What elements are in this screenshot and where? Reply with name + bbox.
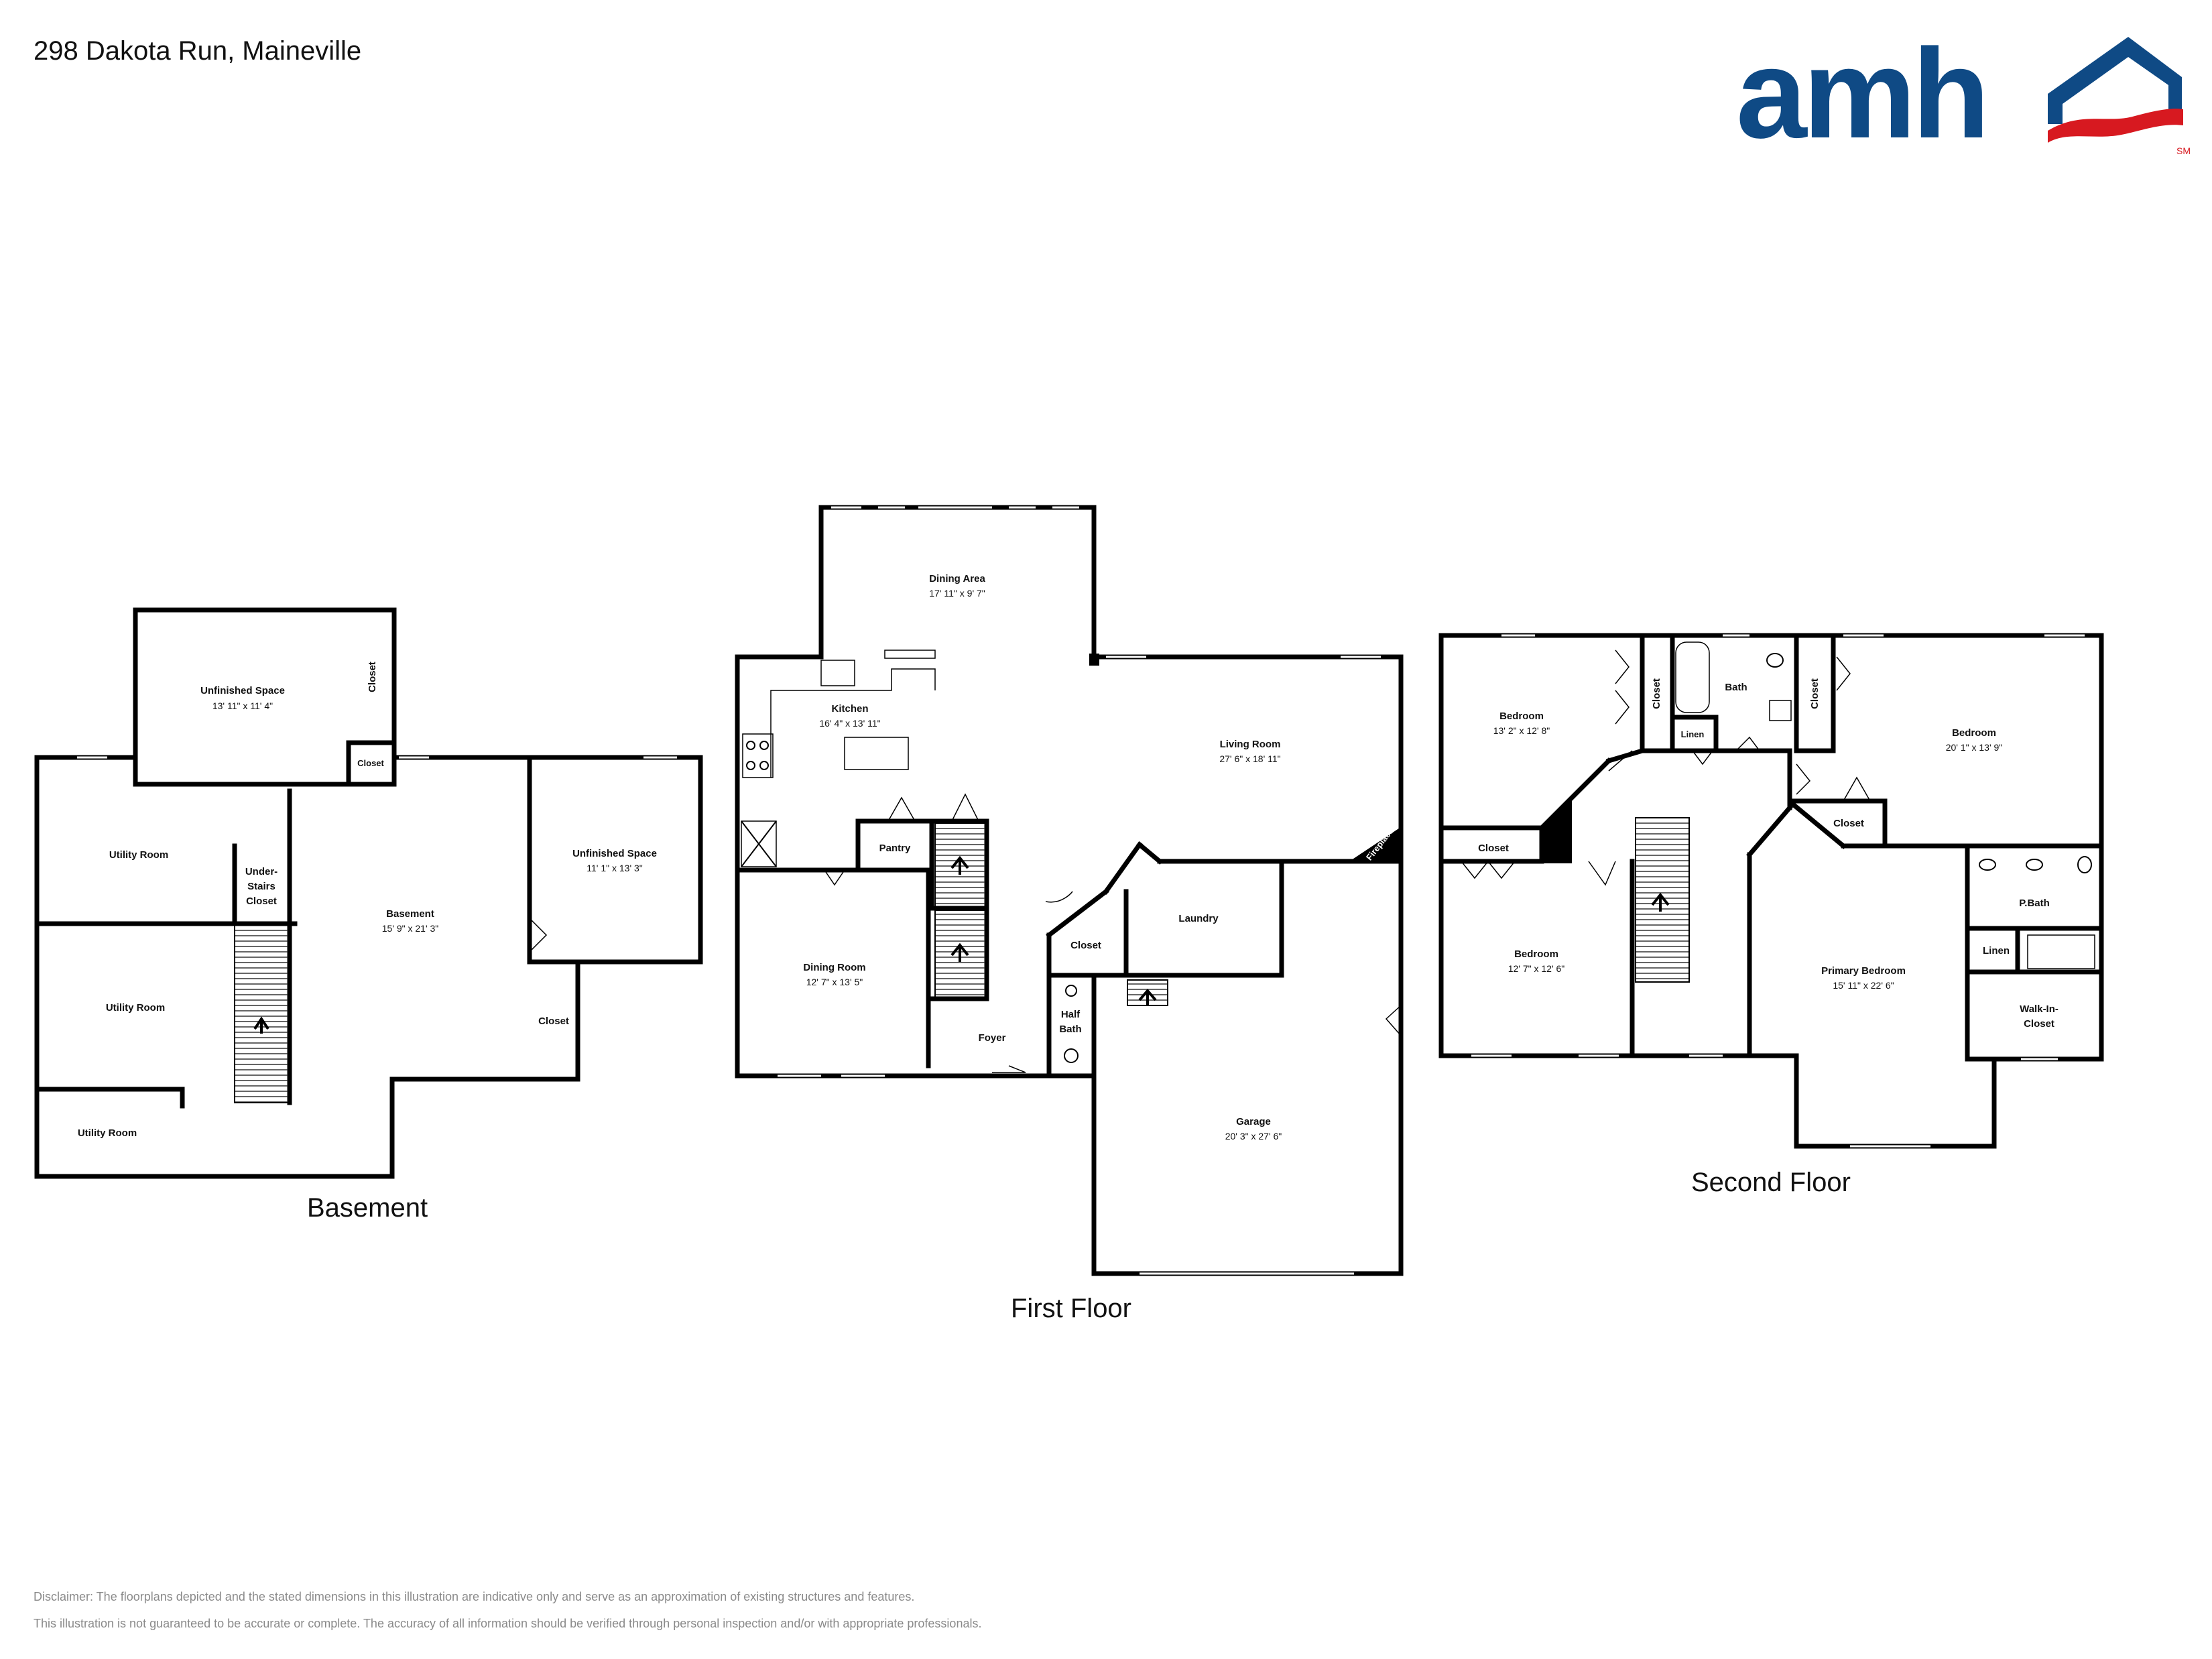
stair-arrow-icon [950, 855, 969, 875]
room-dimension: 15' 9" x 21' 3" [382, 923, 439, 934]
toilet-icon [1766, 653, 1784, 668]
room-dimension: 17' 11" x 9' 7" [929, 588, 985, 599]
room-name: Dining Area [929, 573, 985, 585]
room-name: Basement [386, 908, 434, 920]
bathtub-icon [1675, 641, 1710, 713]
kitchen-island [844, 737, 909, 770]
room-name: Living Room [1220, 739, 1281, 750]
room-name: Closet [367, 662, 378, 692]
room-name: Under- [245, 866, 278, 877]
room-name: Bedroom [1952, 727, 1996, 739]
room-name: Unfinished Space [572, 848, 657, 859]
room-name: Closet [1070, 940, 1101, 951]
second-floor-labels: Bedroom 13' 2" x 12' 8" Closet Bath Line… [1478, 678, 2059, 1030]
room-name: Closet [538, 1016, 569, 1027]
property-address: 298 Dakota Run, Maineville [34, 36, 362, 66]
vanity-sink-icon [1979, 859, 1996, 871]
room-dimension: 16' 4" x 13' 11" [819, 718, 880, 729]
kitchen-sink-icon [820, 660, 855, 686]
logo-service-mark: SM [2176, 145, 2191, 156]
bath-sink-icon [1769, 700, 1792, 721]
room-dimension: 12' 7" x 13' 5" [806, 977, 863, 987]
room-name: P.Bath [2019, 898, 2050, 909]
first-floor-details [741, 506, 1402, 1275]
basement-stairs [234, 924, 289, 1103]
toilet-icon [1064, 1048, 1079, 1063]
half-bath-sink-icon [1065, 985, 1077, 997]
room-name: Closet [1651, 678, 1662, 709]
room-name: Bath [1725, 682, 1747, 693]
room-dimension: 20' 3" x 27' 6" [1225, 1131, 1282, 1142]
disclaimer-line-2: This illustration is not guaranteed to b… [34, 1617, 982, 1630]
stair-arrow-icon [253, 1016, 269, 1034]
chimney-shape [1542, 798, 1572, 863]
room-name: Bedroom [1499, 711, 1544, 722]
room-dimension: 12' 7" x 12' 6" [1508, 963, 1565, 974]
room-name: Foyer [979, 1032, 1006, 1044]
room-name: Kitchen [831, 703, 868, 715]
basement-plan [34, 607, 703, 1179]
room-name: Closet [1809, 678, 1821, 709]
room-dimension: 11' 1" x 13' 3" [587, 863, 643, 873]
room-dimension: 20' 1" x 13' 9" [1946, 742, 2003, 753]
floor-title-first-floor: First Floor [1011, 1294, 1131, 1323]
room-name: Linen [1681, 729, 1705, 739]
room-name: Linen [1983, 945, 2010, 957]
toilet-icon [2077, 856, 2092, 873]
room-name: Half [1061, 1009, 1081, 1020]
room-name: Primary Bedroom [1821, 965, 1906, 977]
room-name: Closet [1478, 843, 1509, 854]
room-name: Utility Room [109, 849, 168, 861]
disclaimer-line-1: Disclaimer: The floorplans depicted and … [34, 1590, 915, 1603]
room-dimension: 13' 11" x 11' 4" [212, 700, 273, 711]
second-floor-stairs [1635, 817, 1690, 983]
room-name: Bedroom [1514, 948, 1558, 960]
fireplace-shape [1348, 826, 1402, 862]
floor-title-basement: Basement [307, 1193, 428, 1223]
room-name: Dining Room [803, 962, 865, 973]
room-name: Closet [246, 896, 277, 907]
first-floor-plan [735, 505, 1404, 1276]
room-name: Closet [2024, 1018, 2054, 1030]
floor-title-second-floor: Second Floor [1691, 1168, 1851, 1197]
fridge-icon [741, 820, 777, 867]
logo-swoosh [2048, 109, 2183, 143]
vanity-sink-icon [2026, 859, 2043, 871]
stair-arrow-icon [1651, 892, 1670, 912]
room-dimension: 27' 6" x 18' 11" [1219, 753, 1280, 764]
stair-arrow-icon [1138, 988, 1157, 1005]
room-name: Utility Room [106, 1002, 165, 1013]
room-dimension: 15' 11" x 22' 6" [1833, 980, 1894, 991]
first-floor-labels: Dining Area 17' 11" x 9' 7" Kitchen 16' … [803, 573, 1396, 1142]
room-name: Stairs [247, 881, 275, 892]
basement-details [77, 756, 677, 1103]
stove-icon [742, 733, 774, 778]
logo-roof-icon [2048, 37, 2182, 124]
room-name: Utility Room [78, 1127, 137, 1139]
room-name: Closet [1833, 818, 1864, 829]
room-name: Walk-In- [2020, 1003, 2059, 1015]
room-dimension: 13' 2" x 12' 8" [1493, 725, 1550, 736]
room-name: Garage [1236, 1116, 1271, 1127]
second-floor-details [1461, 634, 2095, 1148]
logo-wordmark: amh [1736, 30, 1986, 164]
room-name: Unfinished Space [200, 685, 285, 696]
room-name: Laundry [1178, 913, 1219, 924]
room-name: Bath [1059, 1024, 1081, 1035]
room-name: Pantry [879, 843, 911, 854]
shower-icon [2027, 934, 2095, 969]
basement-labels: Unfinished Space 13' 11" x 11' 4" Closet… [78, 662, 657, 1139]
room-name: Closet [357, 758, 384, 768]
amh-logo: amh SM [1736, 30, 2191, 164]
stair-arrow-icon [950, 942, 969, 962]
